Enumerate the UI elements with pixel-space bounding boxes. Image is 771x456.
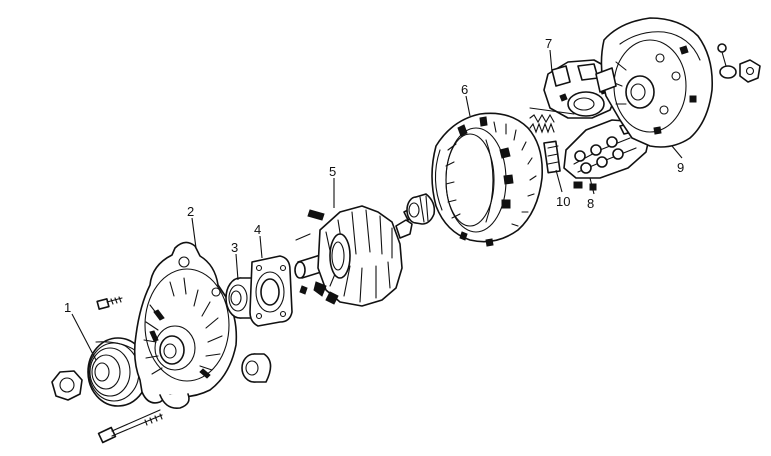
callout-10: 10 [556, 194, 570, 209]
leader-3 [235, 253, 239, 281]
leader-2 [191, 217, 197, 249]
part-5-rear-bearing [406, 193, 436, 225]
part-1-pulley-nut [51, 370, 83, 401]
callout-3: 3 [231, 240, 238, 255]
part-9-rear-housing [595, 17, 714, 148]
callouts: 1 2 3 4 5 6 7 8 9 10 [64, 36, 684, 315]
part-5-rotor [294, 205, 421, 307]
callout-1: 1 [64, 300, 71, 315]
callout-9: 9 [677, 160, 684, 175]
part-2-collar [241, 353, 272, 383]
leader-6 [465, 95, 471, 117]
leader-lines [71, 49, 683, 361]
leader-4 [259, 235, 263, 259]
part-6-stator [431, 112, 544, 247]
callout-2: 2 [187, 204, 194, 219]
callout-8: 8 [587, 196, 594, 211]
leader-10 [555, 169, 563, 193]
callout-4: 4 [254, 222, 261, 237]
callout-5: 5 [329, 164, 336, 179]
leader-8 [589, 177, 595, 195]
part-10-brush-spring [529, 113, 561, 174]
part-1-pulley [87, 337, 149, 407]
leader-7 [549, 49, 553, 73]
part-2-front-housing [133, 241, 238, 410]
part-4-retainer-plate [249, 255, 293, 327]
leader-9 [671, 145, 683, 159]
callout-6: 6 [461, 82, 468, 97]
part-2-short-bolt [96, 296, 123, 310]
part-9-terminal-nut [739, 59, 761, 83]
callout-7: 7 [545, 36, 552, 51]
leader-1 [71, 313, 97, 361]
part-2-through-bolt [97, 409, 163, 444]
part-9-terminal-bolt [717, 43, 737, 79]
